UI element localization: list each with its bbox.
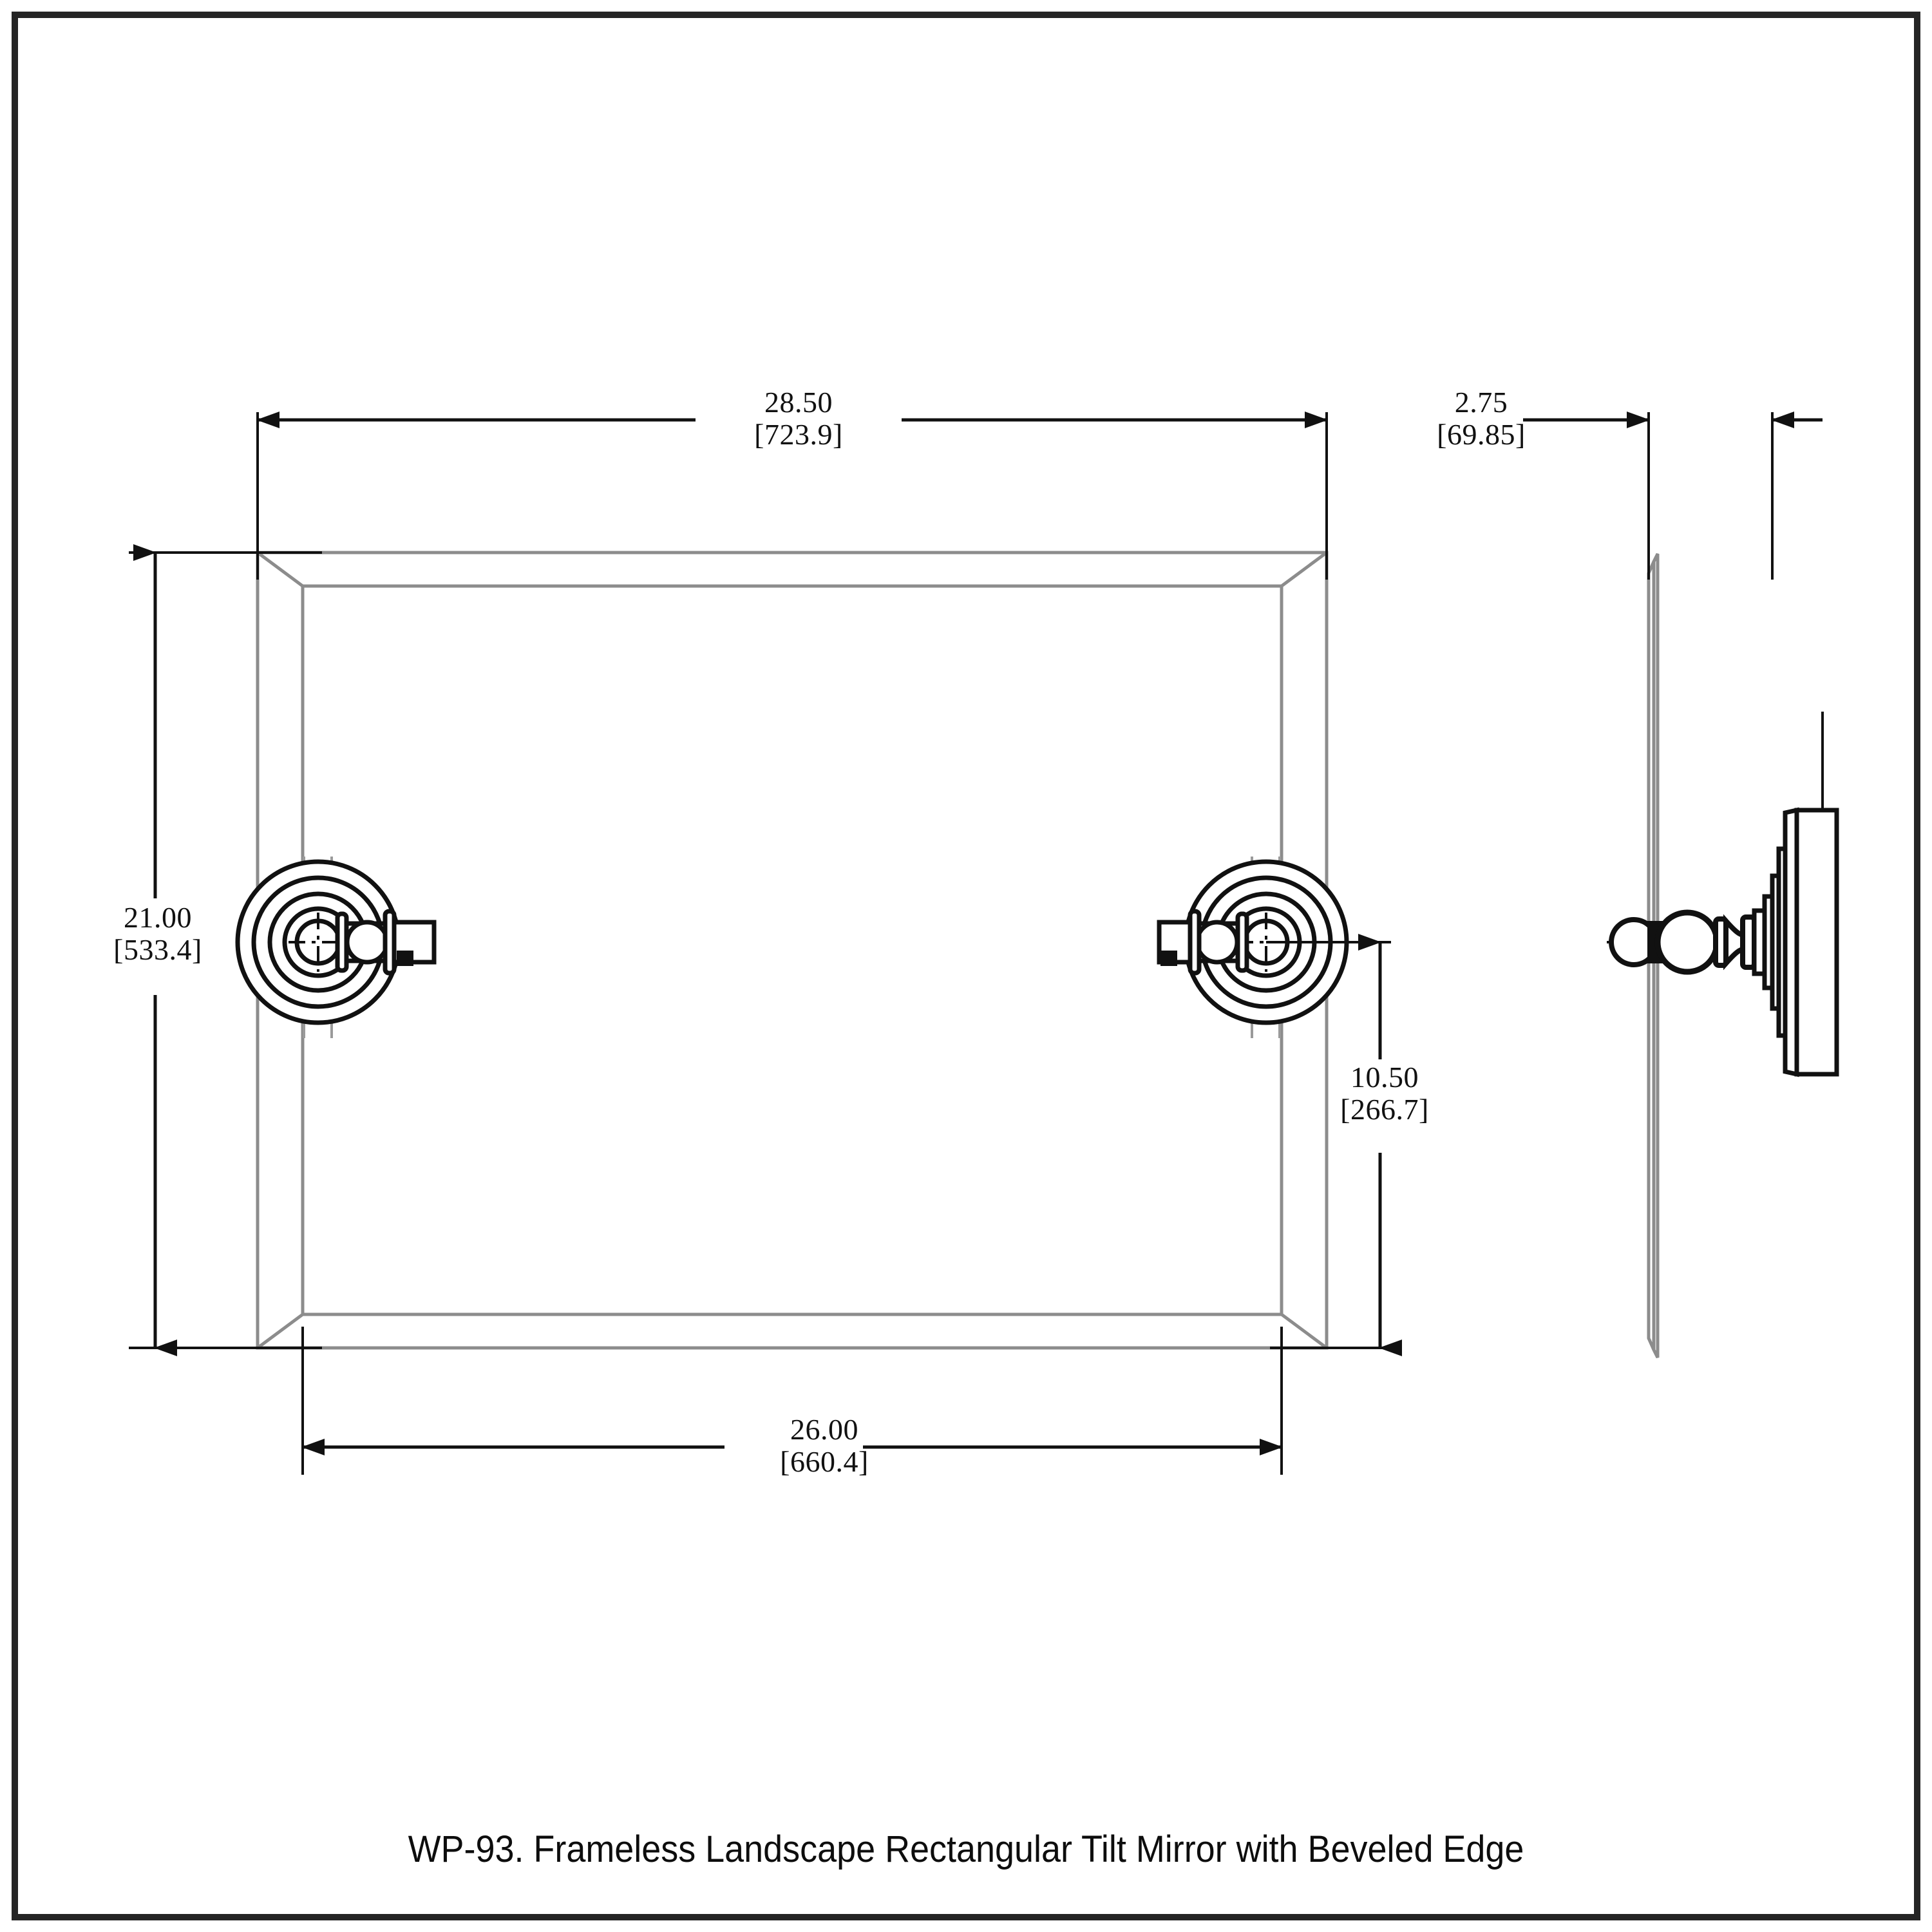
mount-height-dimension-label: 10.50 [266.7] — [1294, 1061, 1475, 1125]
overall-height-dimension-label: 21.00 [533.4] — [68, 902, 248, 965]
overall-height-metric: [533.4] — [113, 933, 202, 966]
sheet-border — [12, 12, 1920, 1920]
overall-height-dimension — [129, 544, 322, 1356]
bevel-miter-top-left — [256, 551, 304, 588]
mirror-bevel-inner-edge — [301, 584, 1283, 1316]
bevel-miter-bottom-right — [1280, 1312, 1328, 1350]
inner-width-metric: [660.4] — [780, 1444, 869, 1478]
inner-width-dimension — [301, 1327, 1283, 1475]
bracket-left-pin-setscrew — [397, 951, 413, 966]
bevel-miter-bottom-left — [256, 1312, 304, 1350]
bracket-right-pin-knob — [1195, 920, 1240, 965]
overall-width-metric: [723.9] — [754, 417, 843, 451]
wall-escutcheon-plate-back — [1794, 808, 1839, 1077]
inner-width-value: 26.00 — [790, 1413, 858, 1446]
drawing-caption: WP-93. Frameless Landscape Rectangular T… — [408, 1828, 1524, 1870]
projection-depth-dimension — [1523, 412, 1823, 580]
overall-width-value: 28.50 — [764, 386, 833, 419]
projection-depth-dimension-label: 2.75 [69.85] — [1391, 386, 1571, 450]
overall-height-value: 21.00 — [124, 901, 192, 934]
inner-width-dimension-label: 26.00 [660.4] — [721, 1414, 927, 1477]
bevel-miter-top-right — [1280, 551, 1328, 588]
projection-depth-value: 2.75 — [1454, 386, 1508, 419]
overall-width-dimension-label: 28.50 [723.9] — [696, 386, 902, 450]
bracket-right-pin-setscrew — [1160, 951, 1177, 966]
bracket-left-pin-knob — [345, 920, 390, 965]
mount-height-metric: [266.7] — [1340, 1092, 1429, 1126]
mount-height-value: 10.50 — [1350, 1061, 1419, 1094]
projection-depth-metric: [69.85] — [1437, 417, 1526, 451]
side-profile-view — [1607, 553, 1839, 1359]
mount-centerline-height-dimension — [1266, 934, 1402, 1356]
ball-finial-rear — [1654, 909, 1720, 975]
mount-bracket-left — [235, 857, 437, 1038]
